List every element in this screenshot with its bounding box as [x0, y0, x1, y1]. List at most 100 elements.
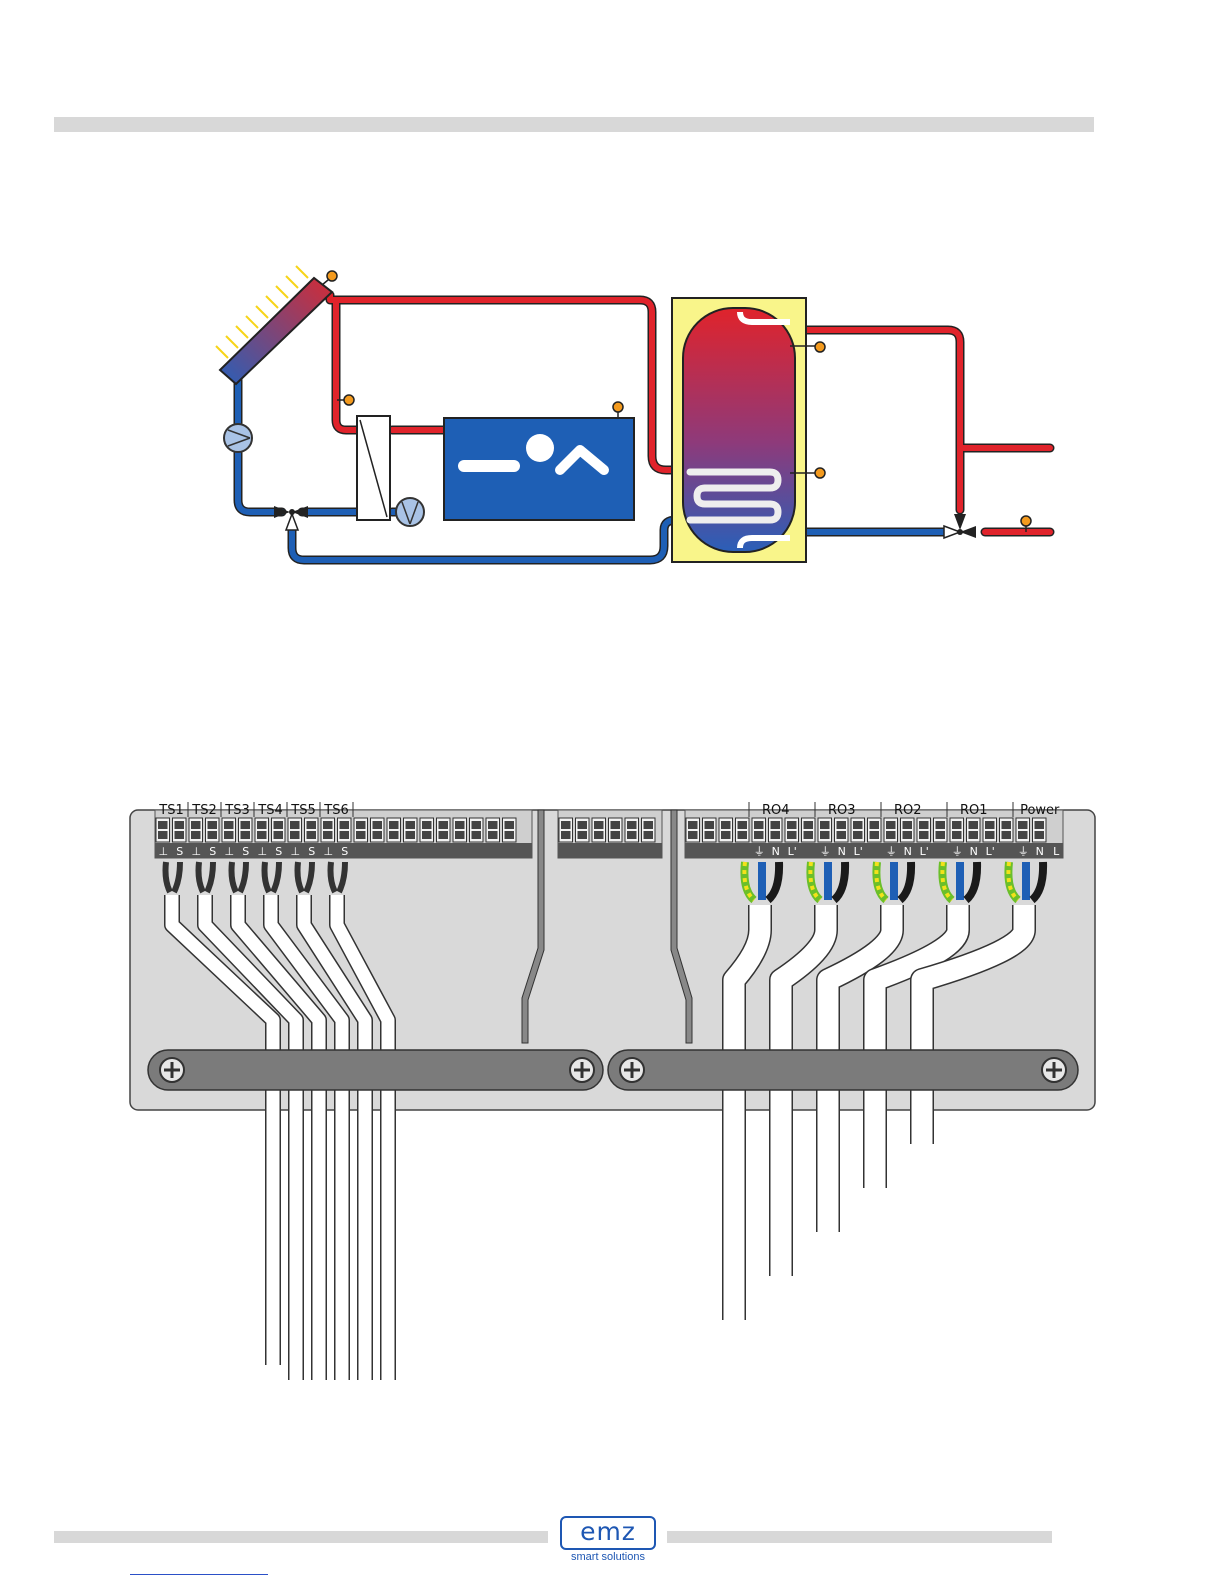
terminal-screw	[950, 818, 964, 842]
terminal-screw	[868, 818, 882, 842]
cable-strap-right	[608, 1050, 1078, 1090]
thermostatic-valve-icon	[944, 514, 976, 538]
terminal-screw	[404, 818, 418, 842]
terminal-screw	[1016, 818, 1030, 842]
relay-pin-label: N	[904, 845, 912, 858]
terminal-screw	[288, 818, 302, 842]
temperature-sensor-icon	[613, 402, 623, 418]
pool-unit	[444, 418, 634, 520]
terminal-screw	[983, 818, 997, 842]
terminal-screw	[354, 818, 368, 842]
terminal-screw	[437, 818, 451, 842]
relay-group-label: Power	[1020, 803, 1060, 818]
sensor-pin-label: ⊥	[290, 845, 300, 858]
sensor-group-label: TS2	[191, 803, 216, 818]
terminal-screw	[470, 818, 484, 842]
terminal-screw	[338, 818, 352, 842]
terminal-screw	[206, 818, 220, 842]
terminal-screw	[625, 818, 639, 842]
terminal-screw	[609, 818, 623, 842]
terminal-screw	[189, 818, 203, 842]
sensor-pin-label: S	[308, 845, 315, 858]
terminal-screw	[321, 818, 335, 842]
relay-group-label: RO1	[960, 803, 988, 818]
sensor-pin-label: ⊥	[224, 845, 234, 858]
terminal-screw	[703, 818, 717, 842]
terminal-screw	[559, 818, 573, 842]
terminal-screw	[769, 818, 783, 842]
sensor-pin-label: ⊥	[257, 845, 267, 858]
sensor-pin-label: S	[176, 845, 183, 858]
relay-pin-label: L'	[920, 845, 929, 858]
relay-pin-label: L'	[854, 845, 863, 858]
terminal-screw	[967, 818, 981, 842]
sensor-group-label: TS3	[224, 803, 249, 818]
relay-pin-label: N	[1036, 845, 1044, 858]
terminal-screw	[934, 818, 948, 842]
sensor-group-label: TS5	[290, 803, 315, 818]
terminal-screw	[686, 818, 700, 842]
terminal-screw	[1000, 818, 1014, 842]
terminal-screw	[785, 818, 799, 842]
relay-pin-label: ⏚	[886, 845, 897, 858]
relay-pin-label: L'	[986, 845, 995, 858]
relay-pin-label: ⏚	[1018, 845, 1029, 858]
logo-tagline: smart solutions	[560, 1551, 656, 1563]
terminal-screw	[371, 818, 385, 842]
heat-exchanger	[357, 416, 390, 520]
terminal-screw	[576, 818, 590, 842]
sensor-group-label: TS1	[158, 803, 183, 818]
terminal-screw	[802, 818, 816, 842]
relay-pin-label: N	[772, 845, 780, 858]
terminal-screw	[503, 818, 517, 842]
mixing-valve-icon	[274, 506, 308, 530]
footer-bar-right	[667, 1531, 1052, 1543]
relay-pin-label: ⏚	[754, 845, 765, 858]
relay-pin-label: ⏚	[820, 845, 831, 858]
screw-icon	[1042, 1058, 1066, 1082]
relay-pin-label: ⏚	[952, 845, 963, 858]
terminal-screw	[173, 818, 187, 842]
temperature-sensor-icon	[322, 271, 337, 285]
relay-group-label: RO3	[828, 803, 856, 818]
terminal-screw	[272, 818, 286, 842]
terminal-screw	[387, 818, 401, 842]
relay-pin-label: N	[838, 845, 846, 858]
logo-text: emz	[580, 1517, 636, 1546]
screw-icon	[570, 1058, 594, 1082]
terminal-screw	[642, 818, 656, 842]
terminal-screw	[719, 818, 733, 842]
terminal-screw	[752, 818, 766, 842]
terminal-screw	[736, 818, 750, 842]
terminal-screw	[222, 818, 236, 842]
terminal-screw	[255, 818, 269, 842]
sensor-pin-label: S	[275, 845, 282, 858]
footer-link-underline	[130, 1574, 268, 1575]
relay-pin-label: N	[970, 845, 978, 858]
sensor-pin-label: ⊥	[323, 845, 333, 858]
screw-icon	[160, 1058, 184, 1082]
sensor-group-label: TS6	[323, 803, 348, 818]
terminal-screw	[851, 818, 865, 842]
sensor-pin-label: S	[341, 845, 348, 858]
terminal-screw	[1033, 818, 1047, 842]
storage-tank	[672, 298, 806, 562]
solar-pump-icon	[224, 424, 252, 452]
terminal-screw	[156, 818, 170, 842]
sensor-pin-label: ⊥	[191, 845, 201, 858]
terminal-screw	[305, 818, 319, 842]
footer-bar-left	[54, 1531, 548, 1543]
screw-icon	[620, 1058, 644, 1082]
terminal-screw	[818, 818, 832, 842]
sensor-pin-label: S	[209, 845, 216, 858]
terminal-screw	[835, 818, 849, 842]
terminal-screw	[917, 818, 931, 842]
relay-pin-label: L'	[788, 845, 797, 858]
emz-logo: emz smart solutions	[560, 1516, 658, 1568]
terminal-screw	[486, 818, 500, 842]
solar-collector	[220, 278, 332, 384]
cable-strap-left	[148, 1050, 603, 1090]
terminal-screw	[239, 818, 253, 842]
terminal-screw	[592, 818, 606, 842]
